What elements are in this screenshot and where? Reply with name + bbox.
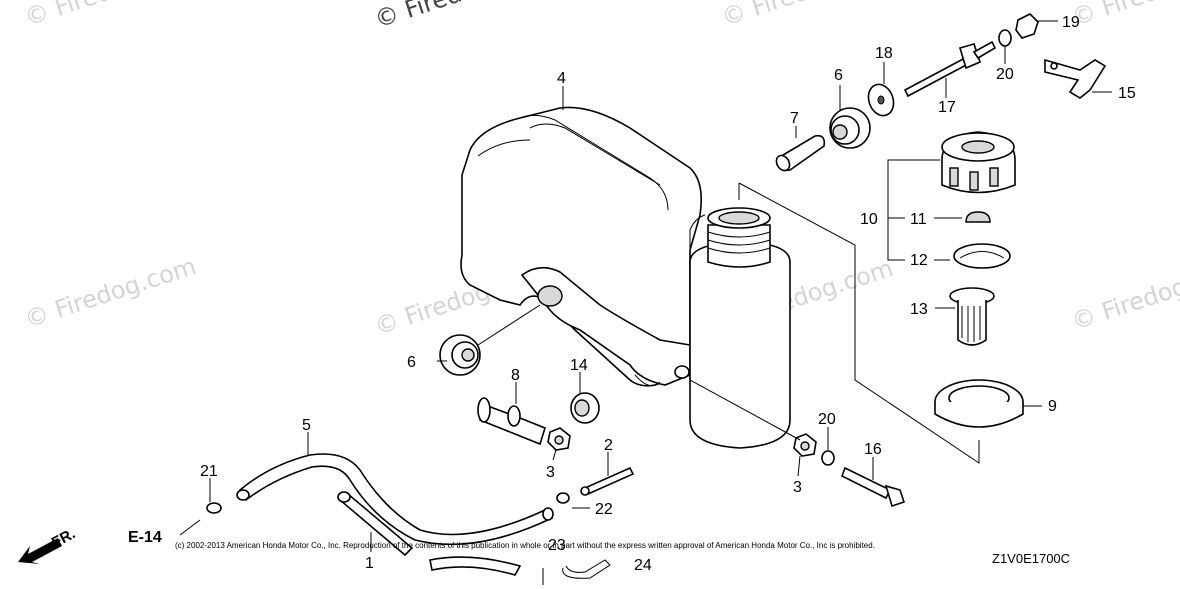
grommet-upper (829, 107, 871, 149)
callout-20: 20 (996, 66, 1014, 83)
fuel-cap (941, 131, 1016, 194)
callout-18: 18 (875, 45, 893, 62)
nut-left (547, 427, 571, 451)
screw (580, 466, 635, 496)
nut-right (793, 433, 817, 457)
assembly-outline (738, 182, 980, 464)
callout-3: 3 (793, 479, 802, 496)
watermark: © Firedog.com (1068, 0, 1180, 32)
watermark: © Firedog.com (718, 0, 896, 32)
callout-15: 15 (1118, 85, 1136, 102)
washer-lower (821, 450, 835, 466)
callout-16: 16 (864, 441, 882, 458)
bolt (840, 466, 906, 508)
fuel-tank (460, 106, 791, 449)
watermark: © Firedog.com (21, 252, 199, 334)
cap-seal (953, 243, 1011, 269)
diagram-code: Z1V0E1700C (992, 551, 1071, 566)
collar (775, 134, 826, 172)
callout-23: 23 (548, 537, 566, 554)
callout-9: 9 (1048, 398, 1057, 415)
grommet-lower (439, 334, 481, 376)
washer-small (998, 29, 1012, 47)
fuel-joint (477, 397, 546, 446)
watermark: © Firedog.com (1068, 254, 1180, 336)
callout-22: 22 (595, 501, 613, 518)
callouts: 1 2 3 3 4 5 6 6 7 8 9 10 11 12 13 14 15 … (200, 14, 1136, 574)
bracket (1044, 58, 1107, 99)
leader-10 (887, 159, 940, 261)
callout-2: 2 (604, 437, 613, 454)
nut (1015, 13, 1039, 39)
front-direction-arrow (18, 538, 62, 564)
callout-14: 14 (570, 357, 588, 374)
callout-24: 24 (634, 557, 652, 574)
vent-valve (965, 211, 991, 223)
fuel-hose (236, 453, 554, 576)
callout-8: 8 (511, 367, 520, 384)
reference-label: E-14 (128, 529, 162, 546)
stud-bolt (903, 40, 997, 98)
callout-17: 17 (938, 99, 956, 116)
callout-5: 5 (302, 417, 311, 434)
joint-grommet (570, 392, 600, 424)
filler-ring (934, 379, 1024, 428)
watermark: © Firedog.com (21, 0, 199, 32)
callout-3: 3 (546, 464, 555, 481)
callout-7: 7 (790, 110, 799, 127)
copyright-notice: (c) 2002-2013 American Honda Motor Co., … (175, 541, 875, 550)
callout-10: 10 (860, 211, 878, 228)
callout-12: 12 (910, 252, 928, 269)
callout-1: 1 (365, 555, 374, 572)
callout-6: 6 (834, 67, 843, 84)
callout-21: 21 (200, 463, 218, 480)
callout-11: 11 (910, 211, 927, 228)
callout-6: 6 (407, 354, 416, 371)
callout-19: 19 (1062, 14, 1080, 31)
washer-large (867, 83, 895, 117)
callout-20: 20 (818, 411, 836, 428)
callout-13: 13 (910, 301, 928, 318)
watermark: © Firedog.com (371, 0, 549, 34)
callout-4: 4 (557, 70, 566, 87)
strainer (949, 287, 995, 346)
clip-24 (542, 559, 611, 585)
clip-21 (206, 502, 222, 514)
clip-22 (556, 492, 570, 504)
